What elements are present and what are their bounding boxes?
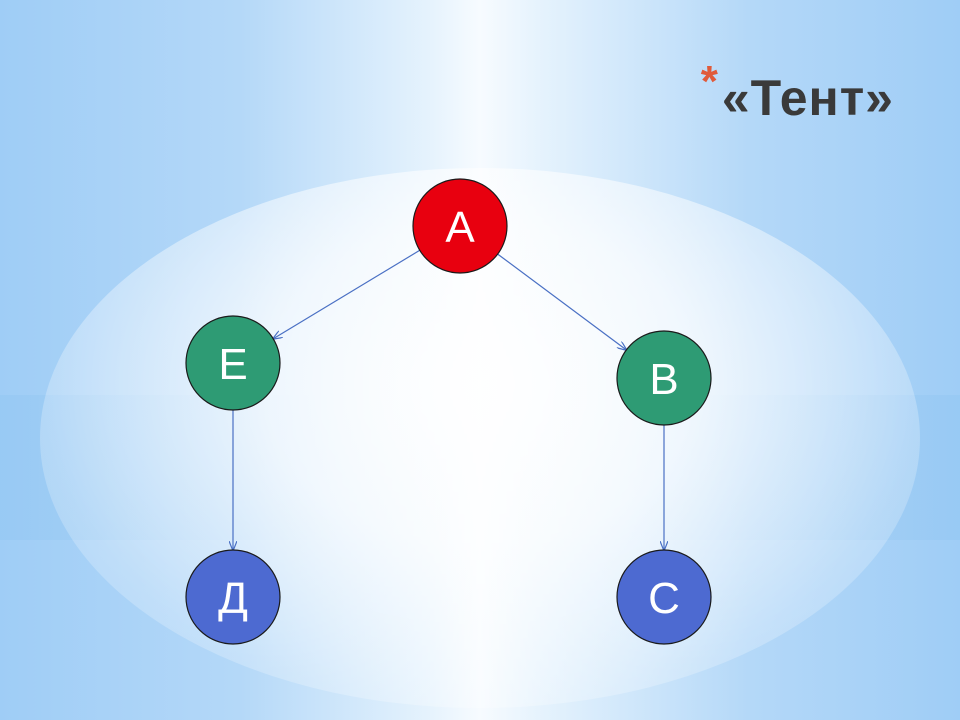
node-e-circle	[185, 315, 281, 411]
node-d-circle	[185, 549, 281, 645]
node-e-label: Е	[218, 340, 247, 389]
node-b-circle	[616, 330, 712, 426]
node-c[interactable]: С	[616, 549, 712, 645]
node-a-circle	[412, 178, 508, 274]
node-e[interactable]: Е	[185, 315, 281, 411]
node-c-circle	[616, 549, 712, 645]
edge-a-e	[273, 249, 421, 338]
node-c-label: С	[648, 574, 680, 623]
nodes-layer: А Е В Д С	[185, 178, 712, 645]
node-d[interactable]: Д	[185, 549, 281, 645]
edge-a-b	[497, 253, 627, 350]
edges-layer	[233, 249, 664, 550]
title-bullet: *	[700, 57, 718, 106]
slide-title: * «Тент»	[701, 58, 894, 138]
node-b[interactable]: В	[616, 330, 712, 426]
node-a[interactable]: А	[412, 178, 508, 274]
node-b-label: В	[649, 355, 678, 404]
node-a-label: А	[445, 203, 475, 252]
node-d-label: Д	[218, 574, 248, 623]
title-text: «Тент»	[721, 70, 894, 126]
